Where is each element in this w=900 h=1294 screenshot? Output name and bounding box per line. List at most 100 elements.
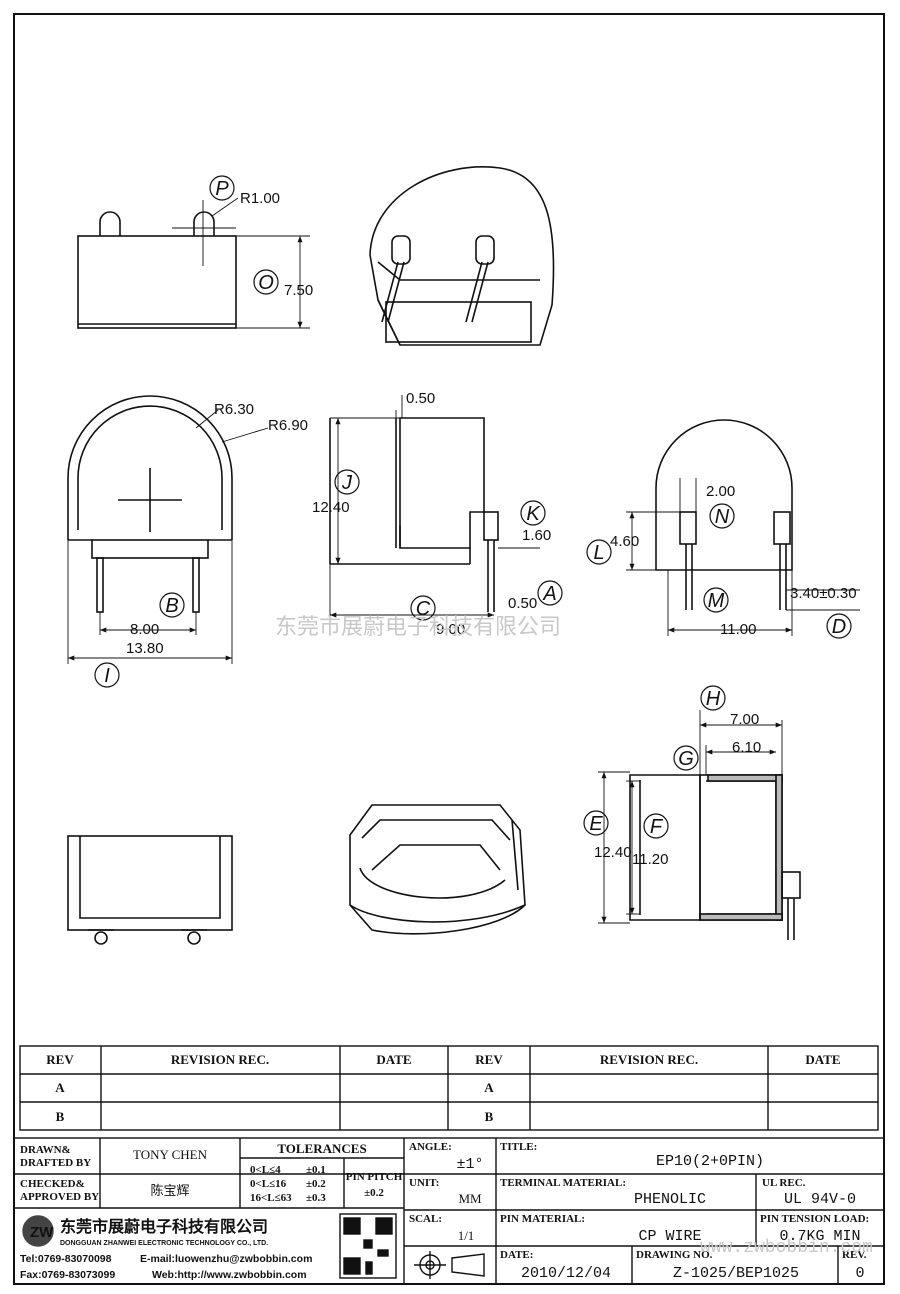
drawn-by: TONY CHEN [133, 1147, 208, 1162]
dim-h750: 7.50 [284, 282, 313, 299]
front-view-right [626, 419, 860, 636]
dim-w200: 2.00 [706, 483, 735, 500]
label-m: M [708, 590, 725, 612]
rev-header-2: REV [475, 1052, 503, 1067]
drawing-no-value: Z-1025/BEP1025 [673, 1265, 799, 1282]
angle-label: ANGLE: [409, 1141, 452, 1153]
watermark-url: www.zwbobbin.com [700, 1238, 873, 1258]
tension-value: 0.7KG MIN [779, 1228, 860, 1245]
dim-r100: R1.00 [240, 190, 280, 207]
title-label: TITLE: [500, 1141, 537, 1153]
label-b: B [165, 595, 178, 617]
terminal-value: PHENOLIC [634, 1191, 706, 1208]
rev-header-1: REV [46, 1052, 74, 1067]
pin-material-label: PIN MATERIAL: [500, 1213, 585, 1225]
unit-label: UNIT: [409, 1177, 439, 1189]
dim-h1240: 12.40 [312, 499, 350, 516]
side-section-view [329, 395, 540, 620]
label-g: G [678, 748, 694, 770]
label-o: O [258, 272, 274, 294]
label-a: A [542, 583, 556, 605]
label-e: E [589, 813, 603, 835]
dim-b050: 0.50 [508, 595, 537, 612]
dim-w700: 7.00 [730, 711, 759, 728]
company-name-en: DONGGUAN ZHANWEI ELECTRONIC TECHNOLOGY C… [60, 1240, 268, 1247]
date-label: DATE: [500, 1249, 533, 1261]
pin-pitch-value: ±0.2 [364, 1187, 384, 1199]
pin-material-value: CP WIRE [638, 1228, 701, 1245]
checked-label-2: APPROVED BY [20, 1191, 99, 1203]
front-view [67, 395, 269, 664]
dim-p340: 3.40±0.30 [790, 585, 857, 602]
tol-value-3: ±0.3 [306, 1192, 326, 1204]
bottom-view [67, 835, 233, 945]
ul-label: UL REC. [762, 1177, 806, 1189]
label-d: D [832, 616, 846, 638]
tol-range-3: 16<L≤63 [250, 1192, 292, 1204]
dim-w050: 0.50 [406, 390, 435, 407]
rev-value: 0 [855, 1265, 864, 1282]
rev-row-b-right: B [485, 1109, 494, 1124]
dim-e1240: 12.40 [594, 844, 632, 861]
section-view-right [598, 710, 801, 940]
company-tel: Tel:0769-83070098 [20, 1253, 112, 1265]
date-header-2: DATE [805, 1052, 840, 1067]
dim-w610: 6.10 [732, 739, 761, 756]
rev-row-a-right: A [484, 1080, 494, 1095]
label-c: C [416, 598, 431, 620]
company-web: Web:http://www.zwbobbin.com [152, 1269, 307, 1281]
company-name-cn: 东莞市展蔚电子科技有限公司 [60, 1217, 268, 1236]
rev-label: REV. [842, 1249, 867, 1261]
label-p: P [215, 178, 229, 200]
label-h: H [706, 688, 721, 710]
dim-w800: 8.00 [130, 621, 159, 638]
dim-r690: R6.90 [268, 417, 308, 434]
isometric-view-top [369, 166, 555, 346]
dim-w1380: 13.80 [126, 640, 164, 657]
logo-zw-icon: ZW [30, 1224, 54, 1241]
label-j: J [341, 472, 353, 494]
label-k: K [526, 503, 541, 525]
label-f: F [650, 816, 664, 838]
revision-rec-header-2: REVISION REC. [600, 1052, 698, 1067]
drawn-label-1: DRAWN& [20, 1144, 71, 1156]
drawing-no-label: DRAWING NO. [636, 1249, 713, 1261]
dim-w900: 9.00 [436, 621, 465, 638]
company-fax: Fax:0769-83073099 [20, 1269, 115, 1281]
ul-value: UL 94V-0 [784, 1191, 856, 1208]
revision-table [19, 1045, 879, 1131]
checked-label-1: CHECKED& [20, 1178, 85, 1190]
angle-value: ±1° [456, 1156, 483, 1173]
tol-range-1: 0<L≤4 [250, 1164, 281, 1176]
drawn-label-2: DRAFTED BY [20, 1157, 91, 1169]
rev-row-b-left: B [56, 1109, 65, 1124]
label-i: I [104, 665, 110, 687]
isometric-view-bottom [349, 804, 526, 935]
company-email: E-mail:luowenzhu@zwbobbin.com [140, 1253, 312, 1265]
unit-value: MM [458, 1191, 482, 1206]
revision-rec-header-1: REVISION REC. [171, 1052, 269, 1067]
tol-value-1: ±0.1 [306, 1164, 326, 1176]
scale-label: SCAL: [409, 1213, 442, 1225]
dim-r630: R6.30 [214, 401, 254, 418]
tolerances-label: TOLERANCES [277, 1141, 366, 1156]
date-value: 2010/12/04 [521, 1265, 611, 1282]
approved-by: 陈宝辉 [150, 1183, 189, 1198]
dim-w1100: 11.00 [720, 621, 756, 638]
tol-range-2: 0<L≤16 [250, 1178, 287, 1190]
tol-value-2: ±0.2 [306, 1178, 326, 1190]
title-block [13, 1137, 885, 1285]
tension-label: PIN TENSION LOAD: [760, 1213, 869, 1225]
rev-row-a-left: A [55, 1080, 65, 1095]
label-n: N [715, 506, 730, 528]
dim-f1120: 11.20 [632, 851, 668, 868]
date-header-1: DATE [376, 1052, 411, 1067]
side-view-top [77, 197, 310, 329]
dim-h160: 1.60 [522, 527, 551, 544]
terminal-label: TERMINAL MATERIAL: [500, 1177, 626, 1189]
pin-pitch-label: PIN PITCH [346, 1171, 403, 1183]
dim-h460: 4.60 [610, 533, 639, 550]
scale-value: 1/1 [458, 1228, 475, 1243]
label-l: L [593, 542, 604, 564]
